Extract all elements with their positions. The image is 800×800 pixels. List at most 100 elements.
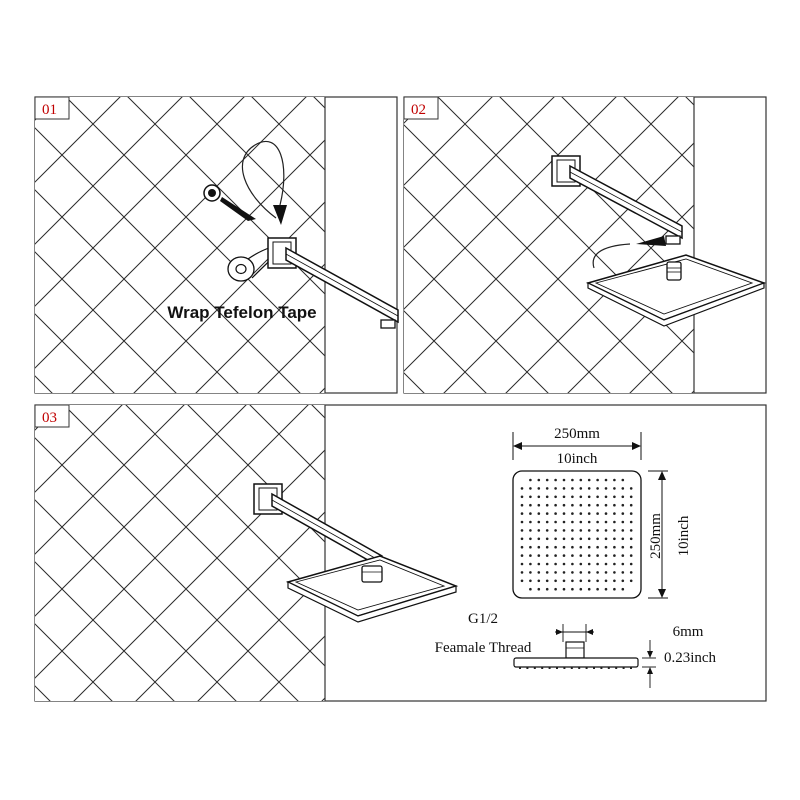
nozzle-dot (562, 529, 566, 532)
nozzle-dot (571, 503, 574, 507)
nozzle-dot (596, 512, 599, 515)
nozzle-dot (554, 554, 557, 557)
nozzle-dot (537, 562, 541, 566)
nozzle-dot (596, 520, 599, 524)
nozzle-dot (545, 562, 549, 566)
step-number: 01 (42, 102, 57, 118)
nozzle-dot (613, 487, 616, 490)
nozzle-dot (571, 520, 574, 524)
side-nozzle (526, 667, 529, 669)
nozzle-grid (520, 478, 633, 591)
nozzle-dot (587, 537, 591, 541)
nozzle-dot (604, 545, 608, 549)
nozzle-dot (545, 554, 549, 557)
nozzle-dot (621, 487, 625, 490)
nozzle-dot (596, 571, 599, 574)
shower-head-side-view (513, 657, 639, 668)
nozzle-dot (621, 579, 625, 583)
shower-head-top-view (512, 470, 642, 599)
side-nozzle (548, 667, 551, 669)
arrow-icon (220, 197, 256, 221)
nozzle-dot (520, 537, 524, 541)
step-label-box (34, 96, 70, 120)
nozzle-dot (629, 529, 633, 532)
tape-caption: Wrap Tefelon Tape (167, 303, 316, 322)
nozzle-dot (554, 571, 557, 574)
nozzle-dot (520, 512, 524, 515)
side-nozzle (615, 667, 618, 669)
nozzle-dot (604, 579, 608, 583)
nozzle-dot (562, 503, 566, 507)
nozzle-dot (604, 478, 608, 482)
step-label-box (403, 96, 439, 120)
nozzle-dot (613, 529, 616, 532)
nozzle-dot (629, 487, 633, 490)
nozzle-dot (604, 503, 608, 507)
nozzle-dot (554, 512, 557, 515)
nozzle-dot (587, 520, 591, 524)
nozzle-dot (520, 554, 524, 557)
nozzle-dot (554, 487, 557, 490)
nozzle-dot (554, 495, 557, 499)
nozzle-dot (520, 571, 524, 574)
nozzle-dot (537, 554, 541, 557)
nozzle-dot (613, 495, 616, 499)
nozzle-dot (571, 478, 574, 482)
side-nozzle (600, 667, 603, 669)
nozzle-dot (529, 520, 532, 524)
side-nozzle (578, 667, 581, 669)
width-mm-label: 250mm (554, 426, 600, 442)
nozzle-dot (545, 495, 549, 499)
nozzle-dot (613, 545, 616, 549)
nozzle-dot (621, 554, 625, 557)
thread-type-label: Feamale Thread (435, 640, 532, 656)
nozzle-dot (579, 478, 583, 482)
nozzle-dot (537, 487, 541, 490)
nozzle-dot (596, 478, 599, 482)
nozzle-dot (520, 529, 524, 532)
nozzle-dot (562, 562, 566, 566)
nozzle-dot (587, 571, 591, 574)
nozzle-dot (562, 520, 566, 524)
shower-head (285, 555, 459, 623)
nozzle-dot (621, 520, 625, 524)
nozzle-dot (571, 579, 574, 583)
thickness-inch-label: 0.23inch (664, 650, 717, 666)
nozzle-dot (520, 562, 524, 566)
nozzle-dot (587, 554, 591, 557)
nozzle-dot (554, 545, 557, 549)
nozzle-dot (613, 478, 616, 482)
nozzle-dot (604, 520, 608, 524)
nozzle-dot (587, 529, 591, 532)
nozzle-dot (520, 503, 524, 507)
nozzle-dot (629, 562, 633, 566)
nozzle-dot (562, 537, 566, 541)
nozzle-dot (613, 562, 616, 566)
nozzle-dot (621, 571, 625, 574)
nozzle-dot (562, 478, 566, 482)
nozzle-dot (621, 545, 625, 549)
nozzle-dot (629, 537, 633, 541)
side-nozzle (630, 667, 632, 669)
arrowhead-icon (273, 205, 287, 225)
nozzle-dot (604, 512, 608, 515)
nozzle-dot (621, 495, 625, 499)
nozzle-dot (545, 520, 549, 524)
nozzle-dot (562, 554, 566, 557)
nozzle-dot (621, 529, 625, 532)
width-inch-label: 10inch (557, 451, 598, 467)
nozzle-dot (562, 579, 566, 583)
nozzle-dot (571, 487, 574, 490)
side-nozzle (585, 667, 588, 669)
nozzle-dot (579, 537, 583, 541)
nozzle-dot (629, 495, 633, 499)
nozzle-dot (579, 487, 583, 490)
nozzle-dot (545, 571, 549, 574)
nozzle-dot (613, 520, 616, 524)
nozzle-dot (529, 579, 532, 583)
panel-step-3: 03 250mm 10inch (34, 404, 767, 702)
nozzle-dot (621, 562, 625, 566)
nozzle-dot (554, 529, 557, 532)
nozzle-dot (604, 562, 608, 566)
nozzle-dot (579, 562, 583, 566)
